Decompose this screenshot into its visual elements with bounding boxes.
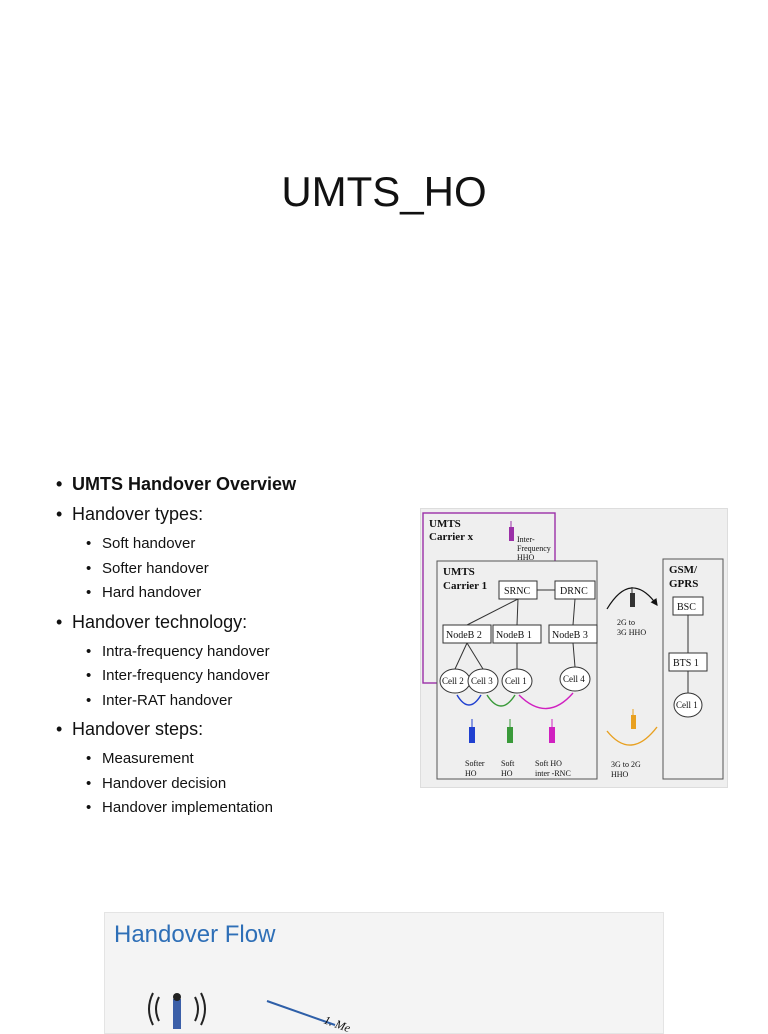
bullet-label: Handover steps:: [72, 719, 204, 739]
3g-to-2g-label-1: 3G to 2G: [611, 760, 641, 769]
nodeb3-label: NodeB 3: [552, 630, 588, 641]
sub-bullet: •Inter-RAT handover: [86, 689, 396, 714]
phone-blue-icon: [469, 719, 475, 743]
bullet-list: •UMTS Handover Overview •Handover types:…: [56, 472, 396, 825]
bullet-label: Handover technology:: [72, 611, 248, 632]
cell3-label: Cell 3: [471, 676, 493, 686]
gsm-label-2: GPRS: [669, 578, 698, 590]
bsc-label: BSC: [677, 602, 696, 613]
sub-bullet-text: Handover implementation: [102, 799, 273, 816]
inter-freq-phone-icon: [509, 521, 514, 541]
drnc-label: DRNC: [560, 586, 588, 597]
2g-to-3g-label-1: 2G to: [617, 618, 635, 627]
bullet-overview: •UMTS Handover Overview: [56, 474, 297, 494]
sub-bullet-text: Hard handover: [102, 584, 202, 601]
soft-ho-arc: [486, 694, 516, 707]
sub-bullet: •Intra-frequency handover: [86, 640, 396, 665]
soft-ho-rnc-arc: [518, 692, 574, 710]
nodeb1-label: NodeB 1: [496, 630, 532, 641]
2g-to-3g-label-2: 3G HHO: [617, 628, 646, 637]
cell2-label: Cell 2: [442, 676, 464, 686]
handover-diagram-svg: UMTS Carrier x Inter- Frequency HHO UMTS…: [422, 512, 724, 780]
sub-bullet-text: Inter-RAT handover: [102, 691, 233, 709]
bullet-handover-types: •Handover types:: [56, 504, 204, 524]
soft-ho-rnc-label-1: Soft HO: [535, 759, 562, 768]
nodeb2-cell2-link: [454, 642, 468, 670]
bts1-label: BTS 1: [673, 658, 699, 669]
cell4-label: Cell 4: [563, 674, 585, 684]
sub-bullet-text: Measurement: [102, 750, 194, 767]
group-handover-technology: •Handover technology: •Intra-frequency h…: [56, 610, 396, 714]
carrier-x-label-1: UMTS: [429, 518, 461, 530]
sub-bullet: •Measurement: [86, 747, 396, 772]
bullet-label: Handover types:: [72, 504, 204, 524]
sub-bullet-text: Soft handover: [102, 535, 196, 552]
sub-bullet: •Soft handover: [86, 532, 396, 557]
softer-ho-label-1: Softer: [465, 759, 485, 768]
bullet-handover-steps: •Handover steps:: [56, 719, 204, 739]
inter-freq-label-2: Frequency: [517, 544, 551, 553]
cell1-label: Cell 1: [505, 676, 527, 686]
softer-ho-label-2: HO: [465, 769, 477, 778]
inter-freq-label-3: HHO: [517, 553, 535, 562]
handover-flow-art: 1. Me: [148, 992, 353, 1033]
carrier-1-label-1: UMTS: [443, 566, 475, 578]
3g-to-2g-arc: [606, 726, 658, 746]
group-handover-steps: •Handover steps: •Measurement •Handover …: [56, 717, 396, 821]
carrier-1-label-2: Carrier 1: [443, 580, 487, 592]
drnc-nodeb3-link: [572, 598, 576, 626]
handover-flow-slide: Handover Flow 1. Me: [0, 840, 768, 1034]
3g-to-2g-label-2: HHO: [611, 770, 629, 779]
handover-flow-image: Handover Flow 1. Me: [104, 912, 664, 1034]
overview-slide: •UMTS Handover Overview •Handover types:…: [0, 440, 768, 840]
title-slide: UMTS_HO: [0, 0, 768, 440]
sub-bullet: •Softer handover: [86, 557, 396, 582]
gsm-cell1-label: Cell 1: [676, 700, 698, 710]
slide-title: UMTS_HO: [281, 168, 487, 215]
phone-black-icon: [630, 587, 635, 607]
phone-green-icon: [507, 719, 513, 743]
handover-flow-title: Handover Flow: [114, 921, 276, 948]
gsm-cell1-circle: [673, 692, 703, 718]
softer-ho-arc: [456, 694, 482, 706]
carrier-x-label-2: Carrier x: [429, 531, 474, 543]
sub-bullet-text: Handover decision: [102, 774, 227, 792]
antenna-icon: [148, 992, 206, 1029]
srnc-nodeb2-link: [466, 598, 519, 626]
sub-bullet-text: Inter-frequency handover: [102, 667, 270, 684]
soft-ho-label-1: Soft: [501, 759, 515, 768]
srnc-nodeb1-link: [516, 598, 519, 626]
phone-orange-icon: [631, 709, 636, 729]
nodeb2-label: NodeB 2: [446, 630, 482, 641]
sub-bullet: •Handover decision: [86, 772, 396, 797]
soft-ho-rnc-label-2: inter -RNC: [535, 769, 571, 778]
sub-bullet: •Inter-frequency handover: [86, 664, 396, 689]
srnc-label: SRNC: [504, 586, 530, 597]
flow-arrow-line: [266, 1000, 336, 1026]
flow-step-label: 1. Me: [322, 1013, 353, 1033]
inter-freq-label-1: Inter-: [517, 535, 535, 544]
bullet-handover-technology: •Handover technology:: [56, 611, 248, 632]
sub-bullet-text: Softer handover: [102, 559, 209, 577]
nodeb2-cell3-link: [466, 642, 484, 670]
nodeb3-cell4-link: [572, 642, 576, 668]
gsm-label-1: GSM/: [669, 564, 698, 576]
sub-bullet: •Hard handover: [86, 581, 396, 606]
handover-diagram: UMTS Carrier x Inter- Frequency HHO UMTS…: [420, 508, 728, 788]
sub-bullet: •Handover implementation: [86, 796, 396, 821]
group-handover-types: •Handover types: •Soft handover •Softer …: [56, 502, 396, 606]
soft-ho-label-2: HO: [501, 769, 513, 778]
sub-bullet-text: Intra-frequency handover: [102, 642, 270, 660]
bullet-overview-text: UMTS Handover Overview: [72, 474, 297, 494]
phone-magenta-icon: [549, 719, 555, 743]
